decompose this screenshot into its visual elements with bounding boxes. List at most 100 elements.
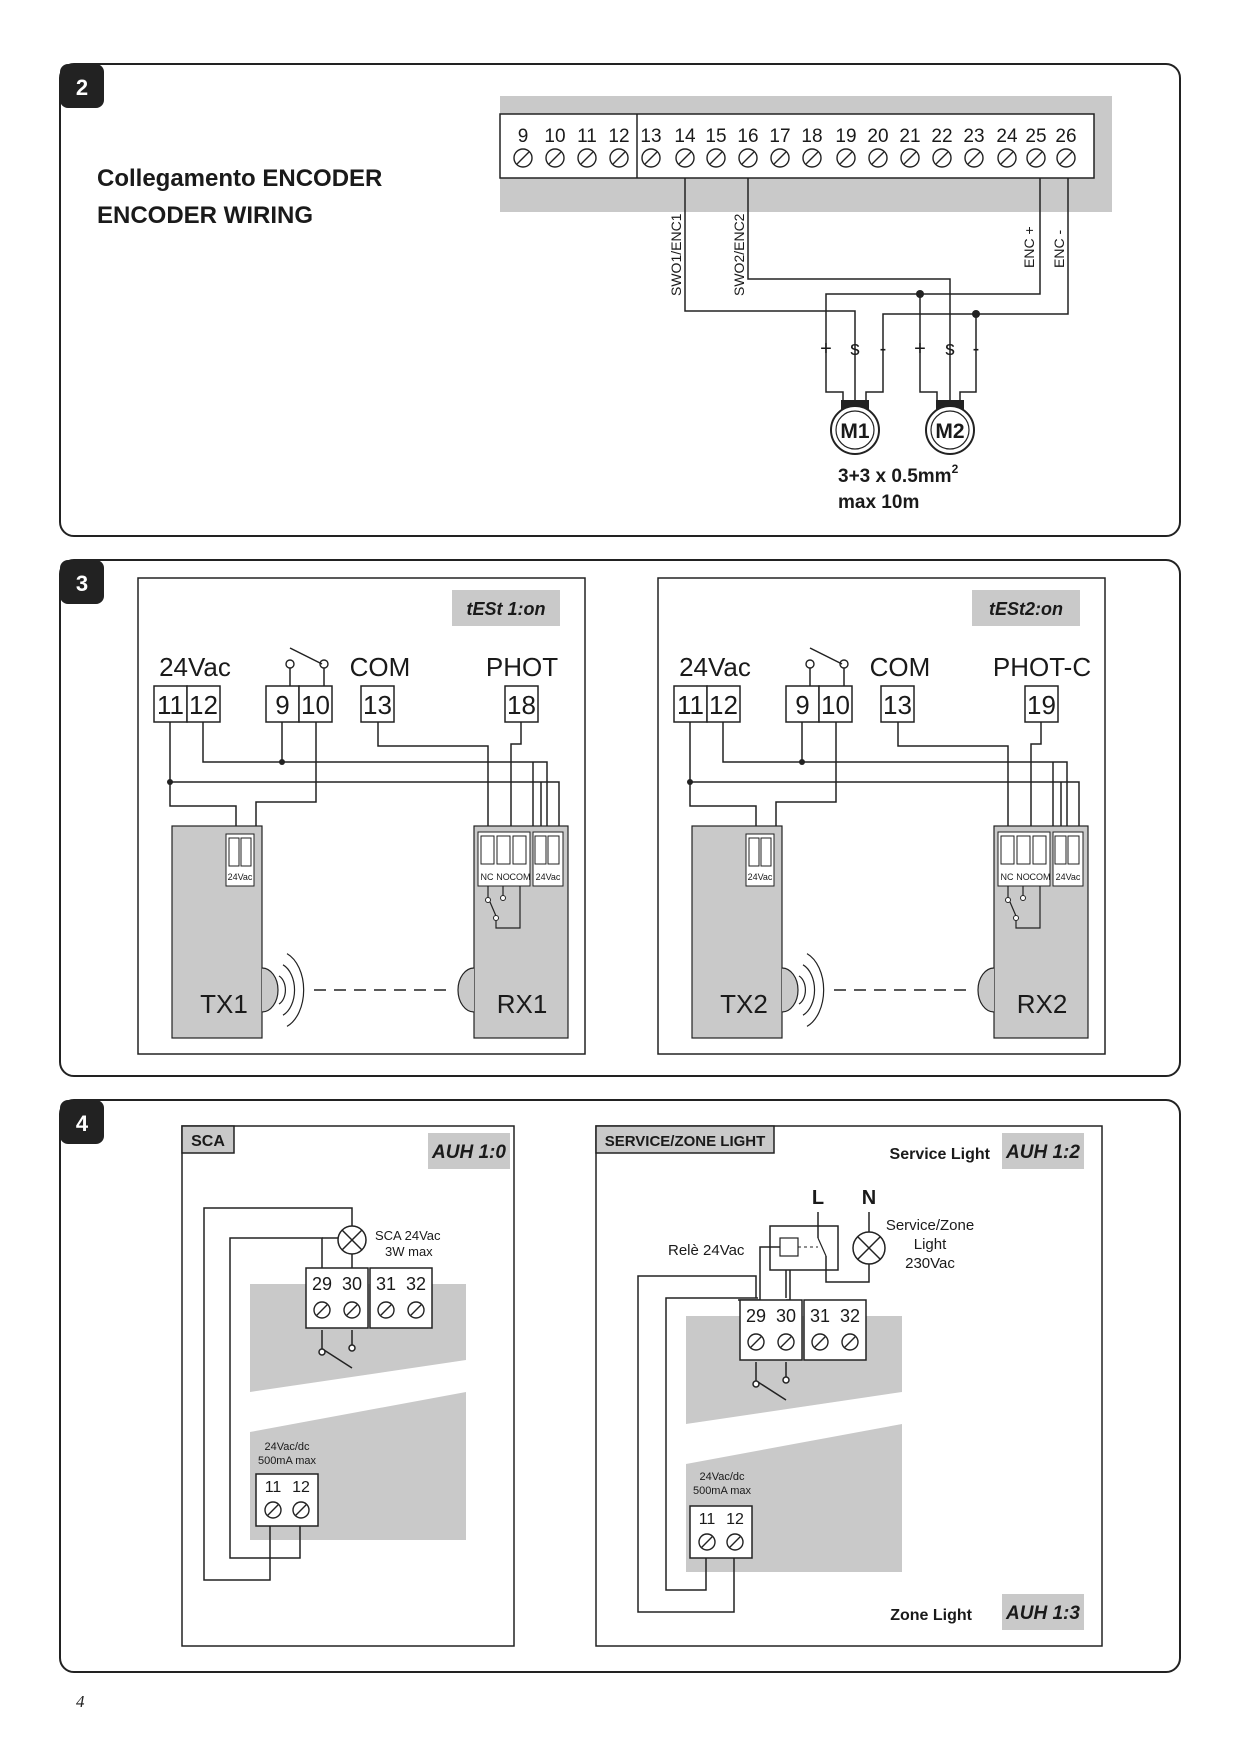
motor-m1: M1 <box>830 405 880 455</box>
zone-light-label: Zone Light <box>890 1607 972 1624</box>
terminal-number: 18 <box>801 126 822 147</box>
phot-label: PHOT <box>486 652 558 682</box>
tx-voltage-label: 24Vac <box>748 872 773 882</box>
power-label: 24Vac <box>679 652 751 682</box>
page-number: 4 <box>76 1692 85 1711</box>
label-enc-plus: ENC + <box>1021 226 1037 268</box>
motor-m2-label: M2 <box>935 420 964 443</box>
terminal-number: 31 <box>376 1274 396 1294</box>
supply-terminal-number: 12 <box>292 1479 310 1496</box>
terminal-number: 20 <box>867 126 888 147</box>
terminal-strip <box>499 113 1095 179</box>
terminal-phot: 18 <box>507 690 536 720</box>
terminal-number: 29 <box>746 1306 766 1326</box>
terminal-number: 24 <box>996 126 1018 147</box>
motor-m2: M2 <box>925 405 975 455</box>
sca-supply-label: 24Vac/dc <box>264 1441 310 1453</box>
terminal-number: 16 <box>737 126 758 147</box>
label-swo2-enc2: SWO2/ENC2 <box>731 213 747 296</box>
sca-lamp-power: 3W max <box>385 1244 433 1259</box>
m1-pin-minus: - <box>880 338 887 360</box>
terminal-number: 11 <box>577 126 597 147</box>
sca-terminal-block: 29 30 31 32 <box>305 1267 433 1329</box>
service-supply-terminals: 11 12 <box>689 1505 753 1559</box>
terminal-10: 10 <box>821 690 850 720</box>
rx-label: RX1 <box>497 989 548 1019</box>
terminal-number: 26 <box>1055 126 1076 147</box>
terminal-number: 32 <box>840 1306 860 1326</box>
terminal-11: 11 <box>157 690 184 720</box>
service-supply-label: 24Vac/dc <box>699 1471 745 1483</box>
terminal-number: 30 <box>776 1306 796 1326</box>
section-4-aux-outputs: 4 SCA AUH 1:0 SCA 24Vac 3W max <box>59 1099 1181 1673</box>
cable-length: max 10m <box>838 492 919 513</box>
service-terminal-block: 29 30 31 32 <box>739 1299 867 1361</box>
m2-pin-s: s <box>945 338 955 360</box>
m1-pin-s: s <box>850 338 860 360</box>
supply-terminal-number: 12 <box>726 1511 744 1528</box>
service-lamp-label-1: Service/Zone <box>886 1217 974 1234</box>
terminal-number: 10 <box>544 126 565 147</box>
terminal-number: 12 <box>608 126 629 147</box>
terminal-13: 13 <box>363 690 392 720</box>
supply-terminal-number: 11 <box>699 1511 716 1528</box>
terminal-10: 10 <box>301 690 330 720</box>
sca-supply-terminals: 11 12 <box>255 1473 319 1527</box>
rx-no-label: NO <box>496 872 510 882</box>
terminal-number: 25 <box>1025 126 1046 147</box>
terminal-number: 21 <box>899 126 920 147</box>
terminal-number: 23 <box>963 126 984 147</box>
rx-nc-label: NC <box>481 872 494 882</box>
supply-terminal-number: 11 <box>265 1479 282 1496</box>
section-title-english: ENCODER WIRING <box>97 202 313 229</box>
terminal-number: 15 <box>705 126 726 147</box>
neutral-label: N <box>862 1187 876 1209</box>
terminal-12: 12 <box>709 690 738 720</box>
label-enc-minus: ENC - <box>1051 230 1067 268</box>
relay-label: Relè 24Vac <box>668 1242 745 1259</box>
terminal-number: 31 <box>810 1306 830 1326</box>
rx-voltage-label: 24Vac <box>536 872 561 882</box>
tx-label: TX1 <box>200 989 248 1019</box>
terminal-12: 12 <box>189 690 218 720</box>
rx-voltage-label: 24Vac <box>1056 872 1081 882</box>
service-display-2: AUH 1:3 <box>1005 1603 1080 1624</box>
rx-no-label: NO <box>1016 872 1030 882</box>
service-supply-current: 500mA max <box>693 1485 752 1497</box>
cable-spec: 3+3 x 0.5mm2 <box>838 462 959 487</box>
terminal-number: 32 <box>406 1274 426 1294</box>
terminal-number: 13 <box>640 126 661 147</box>
sca-supply-current: 500mA max <box>258 1455 317 1467</box>
terminal-13: 13 <box>883 690 912 720</box>
section-number: 3 <box>76 571 88 596</box>
terminal-number: 17 <box>769 126 790 147</box>
test-display: tESt2:on <box>989 599 1063 619</box>
terminal-11: 11 <box>677 690 704 720</box>
sca-lamp-label: SCA 24Vac <box>375 1228 441 1243</box>
service-display-1: AUH 1:2 <box>1005 1142 1080 1163</box>
service-lamp-label-2: Light <box>914 1236 947 1253</box>
service-title: SERVICE/ZONE LIGHT <box>605 1133 766 1150</box>
terminal-number: 29 <box>312 1274 332 1294</box>
rx-nc-label: NC <box>1001 872 1014 882</box>
terminal-number: 30 <box>342 1274 362 1294</box>
sca-display: AUH 1:0 <box>431 1142 506 1163</box>
rx-com-label: COM <box>1030 872 1051 882</box>
tx-label: TX2 <box>720 989 768 1019</box>
test-display: tESt 1:on <box>467 599 546 619</box>
section-title-italian: Collegamento ENCODER <box>97 165 382 192</box>
service-light-label: Service Light <box>890 1146 991 1163</box>
section-number: 2 <box>76 75 88 100</box>
terminal-number: 9 <box>518 126 529 147</box>
com-label: COM <box>350 652 411 682</box>
power-label: 24Vac <box>159 652 231 682</box>
terminal-phot: 19 <box>1027 690 1056 720</box>
label-swo1-enc1: SWO1/ENC1 <box>668 213 684 296</box>
